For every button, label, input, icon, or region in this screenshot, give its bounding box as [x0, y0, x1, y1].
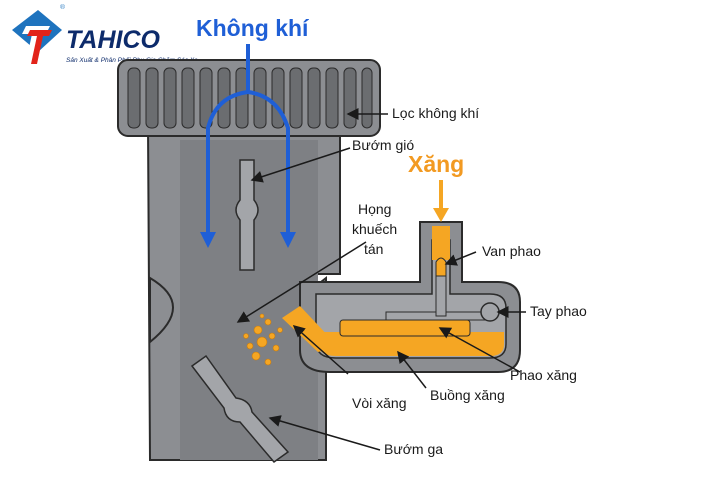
needle-valve	[435, 257, 447, 277]
fuel-jet-pipe	[282, 306, 340, 352]
leader-lines	[236, 108, 526, 451]
tahico-logo: TAHICO ® Sản Xuất & Phân Phối Phụ Gia Ch…	[12, 3, 198, 64]
brand-name: TAHICO	[66, 26, 161, 54]
label-venturi-2: khuếch	[352, 221, 397, 237]
logo-mark-icon	[12, 10, 62, 64]
air-flow-arrows	[206, 44, 290, 234]
label-needle-valve: Van phao	[482, 243, 541, 259]
label-venturi-1: Họng	[358, 201, 391, 217]
fuel-title: Xăng	[408, 151, 464, 177]
label-choke-valve: Bướm gió	[352, 137, 414, 153]
float	[339, 319, 471, 337]
air-title: Không khí	[196, 15, 310, 41]
fuel-inlet	[432, 226, 450, 260]
throttle-valve	[190, 354, 290, 464]
registered-mark: ®	[60, 3, 65, 11]
air-arrow-heads	[200, 232, 296, 248]
label-venturi-3: tán	[364, 241, 383, 257]
label-float-chamber: Buồng xăng	[430, 387, 505, 403]
choke-valve	[235, 159, 259, 271]
venturi-left	[149, 276, 174, 345]
fuel-arrow	[433, 180, 449, 222]
label-fuel-jet: Vòi xăng	[352, 395, 406, 411]
label-float-arm: Tay phao	[530, 303, 587, 319]
label-throttle-valve: Bướm ga	[384, 441, 443, 457]
label-air-filter: Lọc không khí	[392, 105, 479, 121]
fuel-spray	[243, 313, 283, 366]
label-float: Phao xăng	[510, 367, 577, 383]
